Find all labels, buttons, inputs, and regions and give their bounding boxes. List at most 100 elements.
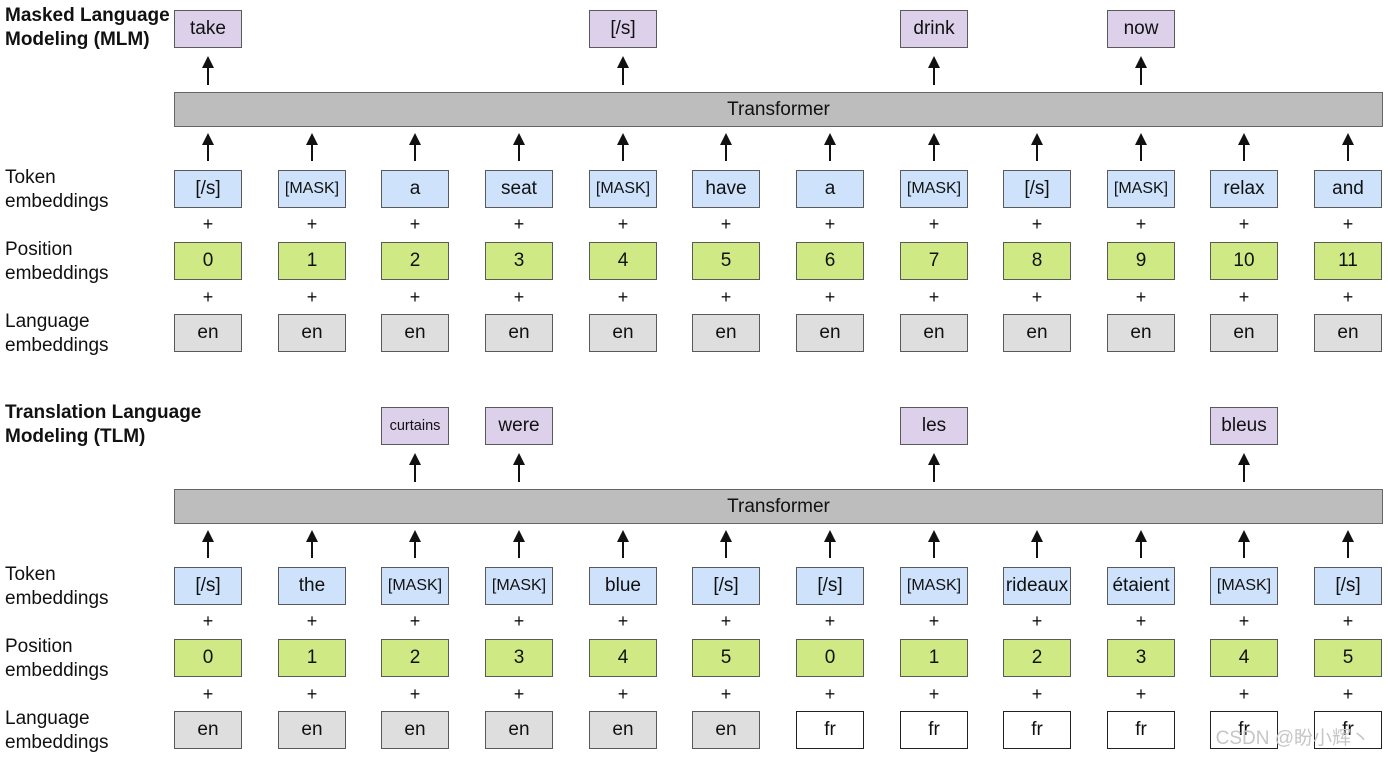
plus-sign: +	[202, 611, 214, 631]
predicted-token: were	[485, 407, 553, 445]
plus-sign: +	[824, 214, 836, 234]
language-embedding: fr	[1003, 711, 1071, 749]
plus-sign: +	[720, 287, 732, 307]
row-label-position: Position embeddings	[5, 636, 109, 681]
input-arrow	[617, 530, 629, 558]
input-arrow	[1238, 133, 1250, 161]
position-embedding: 11	[1314, 242, 1382, 280]
input-arrow	[202, 530, 214, 558]
plus-sign: +	[1135, 611, 1147, 631]
input-arrow	[1135, 530, 1147, 558]
row-label-position: Position embeddings	[5, 239, 109, 284]
input-arrow	[720, 133, 732, 161]
language-embedding: fr	[796, 711, 864, 749]
plus-sign: +	[202, 684, 214, 704]
plus-sign: +	[928, 287, 940, 307]
position-embedding: 5	[1314, 639, 1382, 677]
token-embedding: blue	[589, 567, 657, 605]
plus-sign: +	[1238, 684, 1250, 704]
input-arrow	[513, 133, 525, 161]
plus-sign: +	[513, 611, 525, 631]
language-embedding: en	[692, 314, 760, 352]
position-embedding: 1	[278, 639, 346, 677]
language-embedding: fr	[1107, 711, 1175, 749]
token-embedding: étaient	[1107, 567, 1175, 605]
input-arrow	[720, 530, 732, 558]
row-label-token: Token embeddings	[5, 167, 109, 212]
arrows-layer	[202, 56, 1354, 161]
plus-sign: +	[409, 214, 421, 234]
plus-sign: +	[617, 611, 629, 631]
plus-sign: +	[1031, 684, 1043, 704]
token-embedding: and	[1314, 170, 1382, 208]
language-embedding: en	[485, 314, 553, 352]
position-embedding: 3	[485, 639, 553, 677]
token-embedding: [/s]	[174, 170, 242, 208]
arrows-layer	[202, 453, 1354, 558]
plus-sign: +	[1238, 214, 1250, 234]
plus-sign: +	[513, 287, 525, 307]
language-embedding: en	[1003, 314, 1071, 352]
plus-sign: +	[720, 611, 732, 631]
plus-sign: +	[1031, 611, 1043, 631]
token-embedding: seat	[485, 170, 553, 208]
token-embedding: [/s]	[692, 567, 760, 605]
output-arrow	[202, 56, 214, 85]
input-arrow	[306, 133, 318, 161]
predicted-token: now	[1107, 10, 1175, 48]
input-arrow	[824, 133, 836, 161]
input-arrow	[306, 530, 318, 558]
plus-sign: +	[824, 287, 836, 307]
input-arrow	[1031, 530, 1043, 558]
language-embedding: en	[381, 314, 449, 352]
position-embedding: 1	[278, 242, 346, 280]
output-arrow	[928, 453, 940, 482]
predicted-token: drink	[900, 10, 968, 48]
row-label-token: Token embeddings	[5, 564, 109, 609]
predicted-token: take	[174, 10, 242, 48]
watermark: CSDN @盼小辉丶	[1215, 728, 1370, 749]
plus-sign: +	[824, 684, 836, 704]
mlm-section: Masked Language Modeling (MLM) Token embe…	[0, 0, 1388, 370]
token-embedding: [MASK]	[485, 567, 553, 605]
position-embedding: 9	[1107, 242, 1175, 280]
token-embedding: [/s]	[174, 567, 242, 605]
position-embedding: 2	[1003, 639, 1071, 677]
language-embedding: en	[174, 314, 242, 352]
input-arrow	[1031, 133, 1043, 161]
input-arrow	[1342, 133, 1354, 161]
language-embedding: en	[1210, 314, 1278, 352]
language-embedding: en	[174, 711, 242, 749]
token-embedding: [MASK]	[900, 567, 968, 605]
position-embedding: 4	[589, 242, 657, 280]
plus-sign: +	[1031, 287, 1043, 307]
output-arrow	[928, 56, 940, 85]
language-embedding: en	[1107, 314, 1175, 352]
token-embedding: [MASK]	[900, 170, 968, 208]
output-arrow	[1135, 56, 1147, 85]
plus-sign: +	[1342, 287, 1354, 307]
position-embedding: 2	[381, 639, 449, 677]
plus-sign: +	[1031, 214, 1043, 234]
position-embedding: 2	[381, 242, 449, 280]
input-arrow	[513, 530, 525, 558]
plus-sign: +	[617, 214, 629, 234]
position-embedding: 8	[1003, 242, 1071, 280]
language-embedding: fr	[1314, 711, 1382, 749]
plus-sign: +	[617, 287, 629, 307]
plus-sign: +	[513, 684, 525, 704]
section-title: Masked Language Modeling (MLM)	[5, 5, 170, 50]
input-arrow	[202, 133, 214, 161]
language-embedding: en	[589, 314, 657, 352]
row-label-language: Language embeddings	[5, 708, 109, 753]
language-embedding: en	[381, 711, 449, 749]
predicted-token: les	[900, 407, 968, 445]
token-embedding: [MASK]	[278, 170, 346, 208]
language-embedding: en	[485, 711, 553, 749]
input-arrow	[1135, 133, 1147, 161]
input-arrow	[1238, 530, 1250, 558]
language-embedding: fr	[1210, 711, 1278, 749]
plus-sign: +	[720, 684, 732, 704]
language-embedding: en	[692, 711, 760, 749]
token-embedding: [MASK]	[1107, 170, 1175, 208]
